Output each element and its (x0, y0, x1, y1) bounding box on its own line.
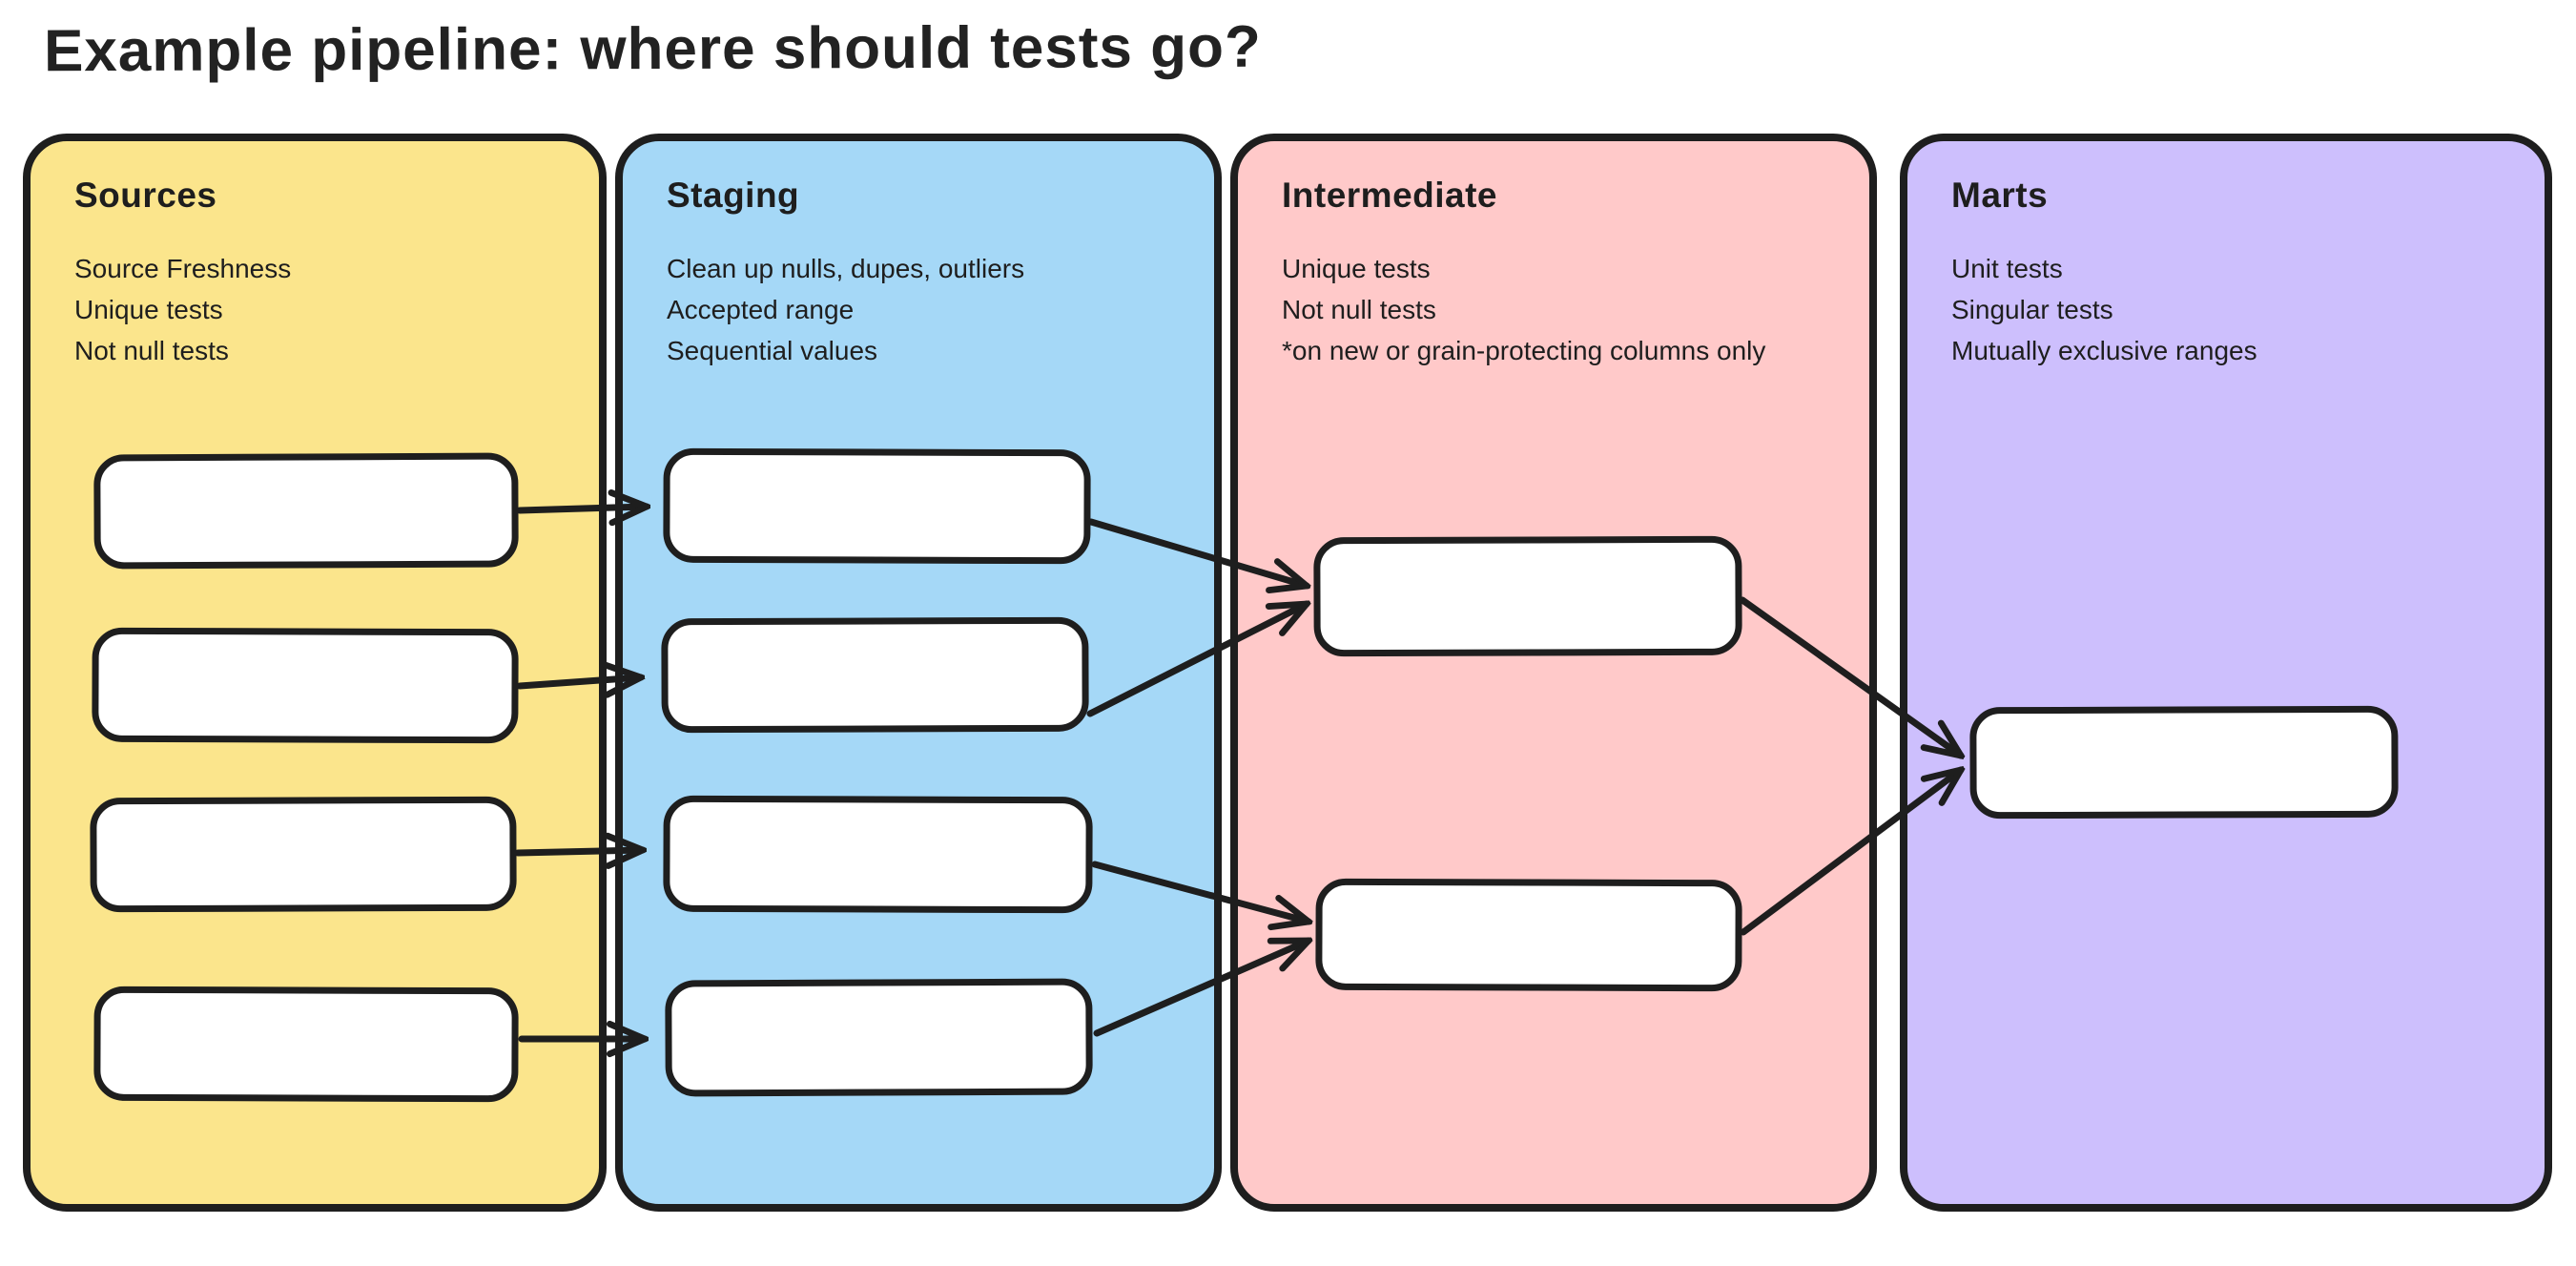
note-line: Mutually exclusive ranges (1951, 336, 2257, 365)
note-line: Clean up nulls, dupes, outliers (667, 254, 1025, 283)
column-sources: Sources Source Freshness Unique tests No… (23, 134, 607, 1212)
note-line: *on new or grain-protecting columns only (1282, 336, 1766, 365)
note-line: Not null tests (1282, 295, 1436, 324)
note-line: Source Freshness (74, 254, 292, 283)
column-intermediate: Intermediate Unique tests Not null tests… (1230, 134, 1877, 1212)
column-staging-notes: Clean up nulls, dupes, outliers Accepted… (667, 248, 1214, 371)
column-sources-title: Sources (74, 176, 217, 215)
note-line: Not null tests (74, 336, 229, 365)
note-line: Unit tests (1951, 254, 2063, 283)
note-line: Singular tests (1951, 295, 2113, 324)
column-marts-title: Marts (1951, 176, 2049, 215)
column-staging-title: Staging (667, 176, 800, 215)
column-intermediate-title: Intermediate (1282, 176, 1498, 215)
column-staging: Staging Clean up nulls, dupes, outliers … (615, 134, 1222, 1212)
column-marts: Marts Unit tests Singular tests Mutually… (1900, 134, 2552, 1212)
note-line: Accepted range (667, 295, 855, 324)
page-title: Example pipeline: where should tests go? (43, 13, 1262, 85)
column-marts-notes: Unit tests Singular tests Mutually exclu… (1951, 248, 2545, 371)
column-intermediate-notes: Unique tests Not null tests *on new or g… (1282, 248, 1869, 371)
note-line: Sequential values (667, 336, 878, 365)
note-line: Unique tests (74, 295, 223, 324)
note-line: Unique tests (1282, 254, 1431, 283)
column-sources-notes: Source Freshness Unique tests Not null t… (74, 248, 599, 371)
